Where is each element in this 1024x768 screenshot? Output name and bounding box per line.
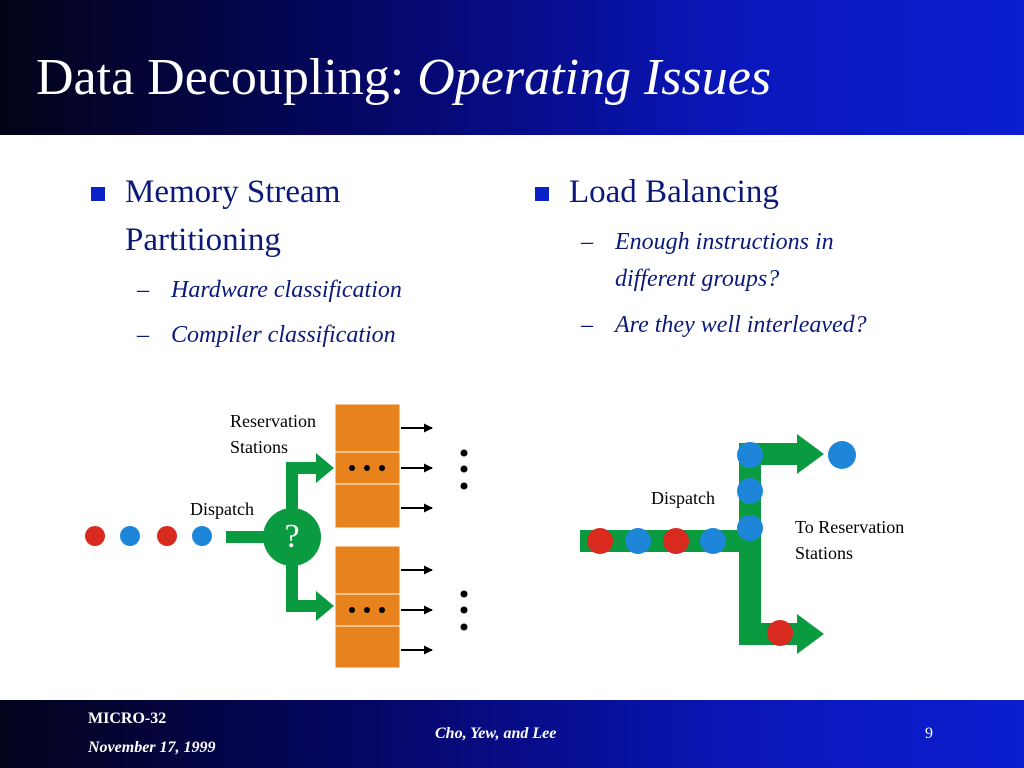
instruction-dot-blue [737,515,763,541]
rs-label-line-1: Reservation [230,411,316,431]
dash-icon: – [581,229,593,255]
to-rs-label-line-2: Stations [795,543,854,563]
instruction-dot-blue [700,528,726,554]
right-diagram [580,434,856,654]
vertical-ellipsis-dot [460,590,468,598]
dispatch-circle [263,508,321,566]
vertical-ellipsis-dot [460,623,468,631]
slide-title-sub: Operating Issues [417,49,772,106]
rs-cell [334,483,401,529]
bullet-load-balancing: Load Balancing [535,168,779,216]
instruction-dot-blue [737,478,763,504]
slide-title-main: Data Decoupling: [36,49,405,106]
to-rs-label-line-1: To Reservation [795,517,905,537]
reservation-station-lower [334,545,401,669]
instruction-dot-blue [737,442,763,468]
slide-title: Data Decoupling: Operating Issues [36,42,771,114]
dash-icon: – [137,277,149,303]
dash-icon: – [137,322,149,348]
vertical-ellipsis-dot [460,482,468,490]
instruction-dot-blue [192,526,212,546]
ellipsis-dot [349,465,355,471]
bottom-output-arrowhead [797,614,824,654]
dispatch-label-right: Dispatch [651,488,715,508]
lower-branch-line [286,600,320,612]
rs-cell [334,625,401,669]
instruction-dot-blue [828,441,856,469]
subitem-well-interleaved: – Are they well interleaved? [581,307,867,344]
rs-cell [334,451,401,485]
subitem-line-1: Enough instructions in [615,229,834,255]
upper-branch-line [286,462,320,474]
bullet-text: Load Balancing [569,174,779,210]
instruction-dot-red [157,526,177,546]
top-output-arrowhead [797,434,824,474]
ellipsis-dot [349,607,355,613]
reservation-station-upper [334,403,401,529]
vertical-ellipsis-dot [460,449,468,457]
diagrams-svg [85,403,856,669]
footer-bar: MICRO-32 November 17, 1999 Cho, Yew, and… [0,700,1024,768]
instruction-dot-red [663,528,689,554]
upper-branch-arrowhead [316,453,334,483]
footer-authors: Cho, Yew, and Lee [435,725,557,742]
bullet-line-1: Memory Stream [125,174,341,210]
subitem-compiler-classification: – Compiler classification [137,317,396,354]
bullet-square-icon [535,187,549,201]
ellipsis-dot [364,607,370,613]
bullet-line-2: Partitioning [125,222,281,258]
footer-page-number: 9 [925,725,933,742]
dispatch-label-left: Dispatch [190,499,254,519]
subitem-line-2: different groups? [615,266,780,292]
dispatch-input-line [226,531,266,543]
ellipsis-dot [379,465,385,471]
instruction-dot-blue [120,526,140,546]
subitem-enough-instructions: – Enough instructions in different group… [581,224,834,298]
rs-label-line-2: Stations [230,437,289,457]
dispatch-question-mark: ? [284,518,300,555]
left-diagram [85,403,468,669]
ellipsis-dot [364,465,370,471]
vertical-ellipsis-dot [460,606,468,614]
subitem-hardware-classification: – Hardware classification [137,272,402,309]
instruction-dot-red [767,620,793,646]
lower-branch-arrowhead [316,591,334,621]
bullet-square-icon [91,187,105,201]
dispatch-vertical-line [739,443,761,645]
subitem-text: Hardware classification [171,277,402,303]
dash-icon: – [581,312,593,338]
instruction-dot-red [85,526,105,546]
bullet-memory-stream-partitioning: Memory Stream Partitioning [91,168,341,264]
footer-date: November 17, 1999 [88,739,216,756]
instruction-dot-blue [625,528,651,554]
rs-cell [334,545,401,595]
subitem-text: Compiler classification [171,322,396,348]
instruction-dot-red [587,528,613,554]
rs-cell [334,403,401,453]
subitem-text: Are they well interleaved? [615,312,867,338]
vertical-ellipsis-dot [460,465,468,473]
footer-venue: MICRO-32 [88,710,167,727]
ellipsis-dot [379,607,385,613]
title-bar: Data Decoupling: Operating Issues [0,0,1024,135]
